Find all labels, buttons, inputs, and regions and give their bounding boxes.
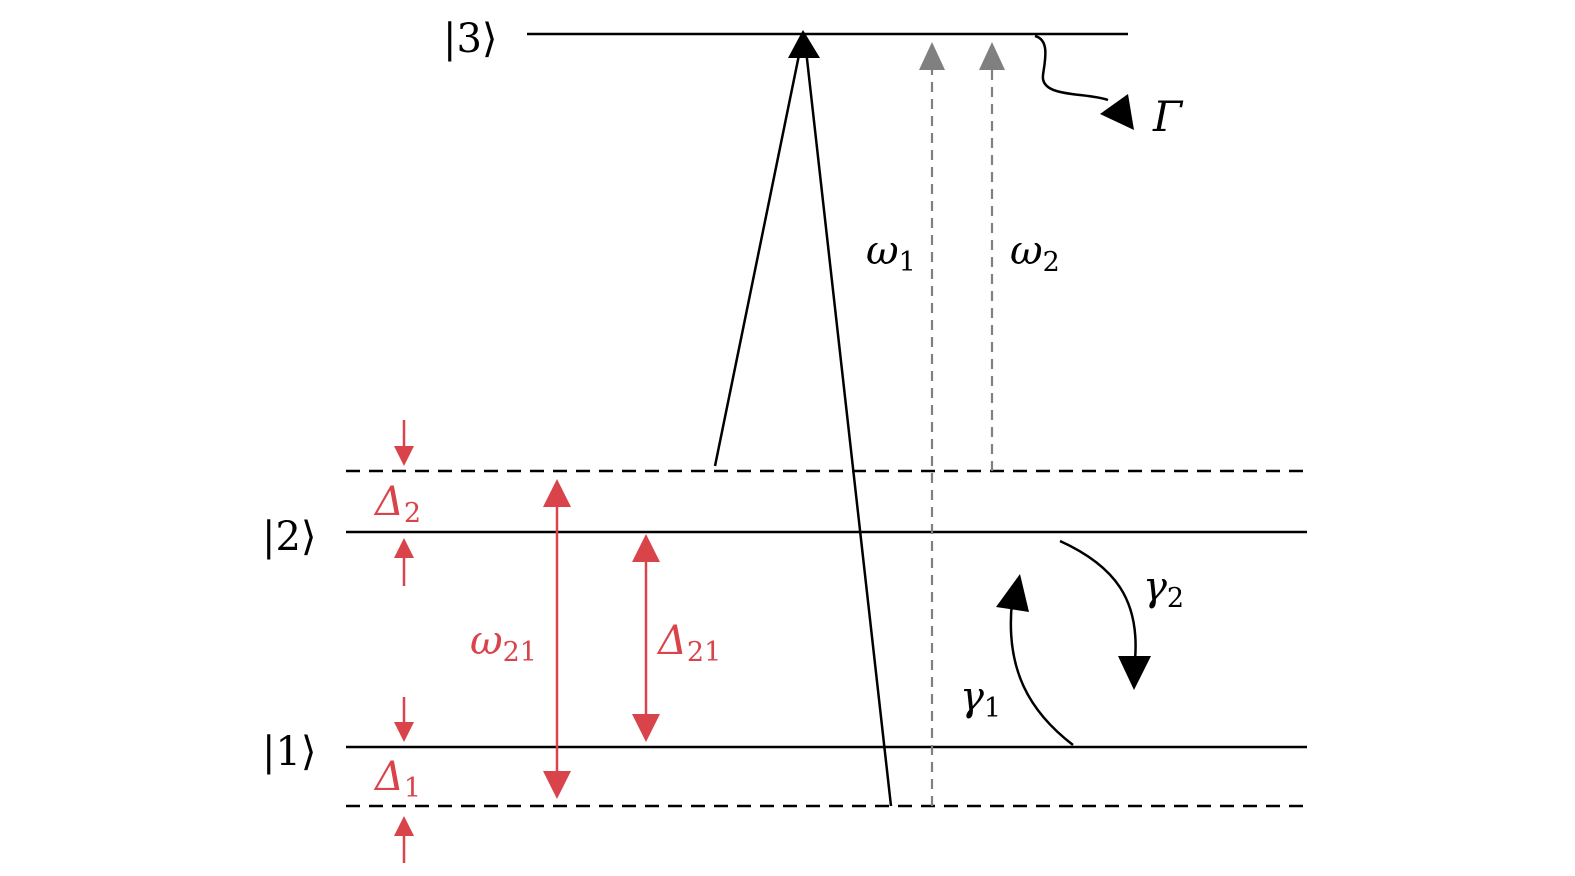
omega21-arrowhead-top bbox=[543, 479, 571, 507]
pump-arrowhead bbox=[788, 30, 820, 58]
omega21-symbol: ω bbox=[470, 618, 503, 664]
omega2-symbol: ω bbox=[1010, 228, 1043, 274]
delta21-subscript: 21 bbox=[687, 637, 721, 668]
omega1-subscript: 1 bbox=[899, 247, 916, 278]
omega1-arrowhead bbox=[919, 42, 945, 70]
omega21-label: ω21 bbox=[470, 618, 537, 668]
delta1-label: Δ1 bbox=[373, 754, 421, 804]
gamma1-arrowhead bbox=[996, 574, 1029, 612]
decay-wavy-arrow bbox=[1034, 34, 1109, 102]
delta2-label: Δ2 bbox=[373, 479, 421, 529]
ket-2-label: |2⟩ bbox=[262, 514, 317, 560]
omega1-label: ω1 bbox=[866, 228, 916, 278]
gamma2-subscript: 2 bbox=[1167, 583, 1184, 614]
gamma2-curved-arrow bbox=[1059, 539, 1137, 661]
gamma1-curved-arrow bbox=[1009, 601, 1074, 746]
delta2-symbol: Δ bbox=[373, 479, 404, 525]
pump-arrow-from-virtual-2 bbox=[713, 49, 802, 467]
gamma2-label: γ2 bbox=[1143, 564, 1184, 614]
omega21-arrowhead-bottom bbox=[543, 771, 571, 799]
delta21-arrowhead-top bbox=[632, 534, 660, 562]
omega2-subscript: 2 bbox=[1043, 247, 1060, 278]
omega2-label: ω2 bbox=[1010, 228, 1060, 278]
gamma1-subscript: 1 bbox=[984, 693, 1001, 724]
delta2-bottom-arrowhead bbox=[394, 538, 414, 558]
delta21-arrowhead-bottom bbox=[632, 714, 660, 742]
ket-1-label: |1⟩ bbox=[262, 729, 317, 775]
gamma2-arrowhead bbox=[1118, 656, 1151, 690]
gamma1-label: γ1 bbox=[960, 674, 1001, 724]
decay-arrowhead bbox=[1100, 94, 1134, 130]
delta1-symbol: Δ bbox=[373, 754, 404, 800]
delta1-bottom-arrowhead bbox=[394, 816, 414, 836]
delta1-top-arrowhead bbox=[394, 722, 414, 742]
omega1-symbol: ω bbox=[866, 228, 899, 274]
gamma2-symbol: γ bbox=[1143, 564, 1167, 610]
ket-3-label: |3⟩ bbox=[443, 16, 498, 62]
delta21-symbol: Δ bbox=[656, 618, 687, 664]
omega21-subscript: 21 bbox=[503, 637, 537, 668]
pump-arrow-from-virtual-1 bbox=[804, 49, 893, 807]
decay-gamma-label: Γ bbox=[1152, 92, 1184, 141]
gamma1-symbol: γ bbox=[960, 674, 984, 720]
delta1-subscript: 1 bbox=[404, 773, 421, 804]
delta2-subscript: 2 bbox=[404, 498, 421, 529]
delta21-label: Δ21 bbox=[656, 618, 721, 668]
omega2-arrowhead bbox=[979, 42, 1005, 70]
delta2-top-arrowhead bbox=[394, 446, 414, 466]
